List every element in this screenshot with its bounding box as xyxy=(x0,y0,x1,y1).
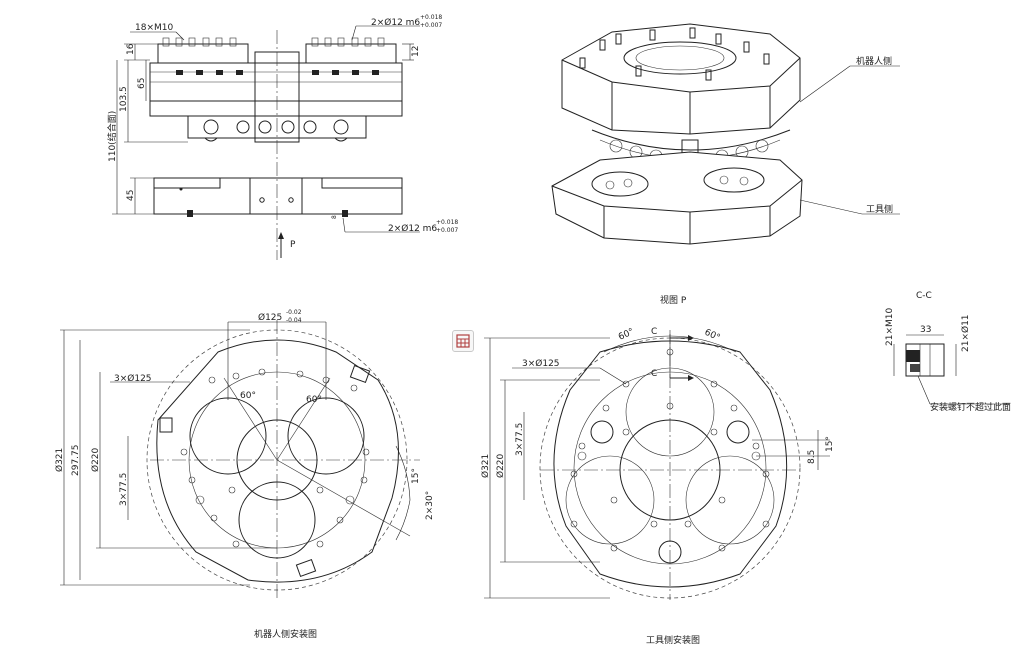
dim-16: 16 xyxy=(126,43,136,55)
dim-12: 12 xyxy=(411,46,421,57)
left-phi125: Ø125 xyxy=(258,312,282,323)
right-8-5: 8.5 xyxy=(807,450,817,464)
left-phi125-tol-dn: -0.04 xyxy=(286,317,302,324)
left-60b: 60° xyxy=(306,395,322,405)
pin-bottom-tol-dn: +0.007 xyxy=(436,227,458,234)
view-p-title: 视图 P xyxy=(660,294,687,306)
left-15: 15° xyxy=(411,468,421,484)
right-60b: 60° xyxy=(703,328,722,344)
left-phi321: Ø321 xyxy=(54,448,65,472)
right-3phi125: 3×Ø125 xyxy=(522,358,560,369)
right-phi220: Ø220 xyxy=(495,453,506,478)
right-3x77-5: 3×77.5 xyxy=(515,423,525,456)
section-m10: 21×M10 xyxy=(885,308,895,346)
caption-tool-side: 工具侧安装图 xyxy=(646,634,700,646)
tool-side-mount-view: 视图 P C C 60° 60° 3× xyxy=(480,294,835,646)
dim-110: 110(结合面) xyxy=(106,111,118,162)
left-297-75: 297.75 xyxy=(71,445,81,477)
section-note: 安装螺钉不超过此面 xyxy=(930,401,1011,413)
view-arrow-p: P xyxy=(290,240,296,250)
right-c1: C xyxy=(651,327,657,337)
left-3x77-5: 3×77.5 xyxy=(119,473,129,506)
right-phi321: Ø321 xyxy=(480,454,491,478)
pin-top-label: 2×Ø12 m6 xyxy=(371,17,420,28)
left-3phi125: 3×Ø125 xyxy=(114,373,152,384)
dim-103-5: 103.5 xyxy=(119,86,129,112)
section-c-c-view: C-C 33 21×M10 21×Ø11 安装螺钉不超过此面 xyxy=(885,291,1011,413)
left-2x30: 2×30° xyxy=(425,491,435,520)
thread-count-label: 18×M10 xyxy=(135,23,173,33)
dim-65: 65 xyxy=(137,78,147,89)
left-phi220: Ø220 xyxy=(90,447,101,472)
table-grid-icon[interactable] xyxy=(452,330,474,352)
robot-side-mount-view: Ø125 -0.02 -0.04 3×Ø125 60° 60° Ø321 297… xyxy=(54,309,435,640)
left-60a: 60° xyxy=(240,391,256,401)
section-title: C-C xyxy=(916,291,932,301)
tool-side-label: 工具侧 xyxy=(866,203,893,215)
section-phi11: 21×Ø11 xyxy=(960,314,971,352)
robot-side-label: 机器人侧 xyxy=(856,55,892,67)
front-elevation-view: 16 65 103.5 110(结合面) 45 18×M10 2×Ø12 m6 … xyxy=(106,14,458,260)
right-c2: C xyxy=(651,369,657,379)
pin-top-tol-dn: +0.007 xyxy=(420,22,442,29)
section-33: 33 xyxy=(920,325,931,335)
pin-bottom-label: 2×Ø12 m6 xyxy=(388,223,437,234)
caption-robot-side: 机器人侧安装图 xyxy=(254,628,317,640)
isometric-view: 机器人侧 工具侧 xyxy=(551,23,900,245)
right-60a: 60° xyxy=(617,327,636,343)
dim-8: 8 xyxy=(331,215,338,219)
pin-bottom-tol-up: +0.018 xyxy=(436,219,458,226)
right-15: 15° xyxy=(825,436,835,452)
dim-45: 45 xyxy=(126,190,136,201)
pin-top-tol-up: +0.018 xyxy=(420,14,442,21)
left-phi125-tol-up: -0.02 xyxy=(286,309,302,316)
